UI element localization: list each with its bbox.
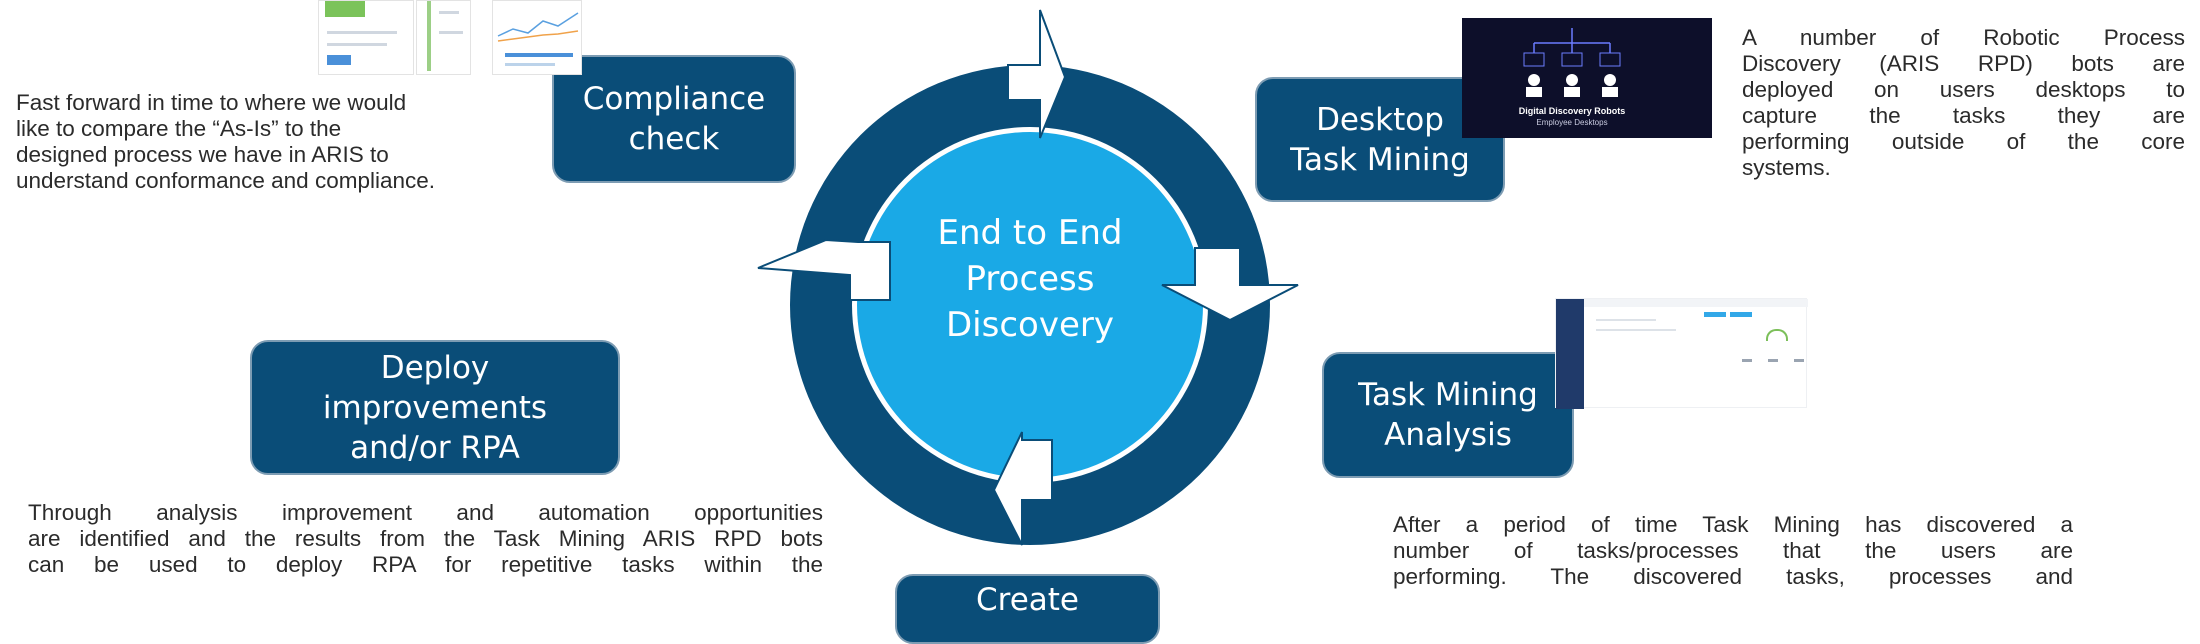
analysis-description: After a period of time Task Mining has d… <box>1393 512 2073 590</box>
stage-deploy-line-3: and/or RPA <box>350 429 520 466</box>
desktop-desc-line-6: systems. <box>1742 155 1831 180</box>
center-circle <box>857 132 1203 478</box>
stage-create-line-1: Create <box>975 582 1079 618</box>
stage-compliance-check[interactable]: Compliance check <box>552 55 796 183</box>
deploy-desc-line-3: can be used to deploy RPA for repetitive… <box>28 552 823 577</box>
compliance-desc-line-2: like to compare the “As-Is” to the <box>16 116 342 141</box>
center-line-2: Process <box>965 259 1095 299</box>
desktop-desc-line-2: Discovery (ARIS RPD) bots are <box>1742 51 2185 76</box>
compliance-chart-thumbnail-3 <box>492 0 582 75</box>
compliance-chart-thumbnail-1 <box>318 0 414 75</box>
stage-desktop-line-1: Desktop <box>1316 101 1444 138</box>
line-chart-icon <box>497 12 579 66</box>
cycle-diagram <box>757 9 1299 546</box>
stage-deploy-line-2: improvements <box>322 389 548 426</box>
stage-create[interactable]: Create <box>895 574 1160 644</box>
stage-compliance-line-1: Compliance <box>582 81 766 117</box>
compliance-description: Fast forward in time to where we would l… <box>16 90 561 194</box>
stage-deploy-improvements[interactable]: Deploy improvements and/or RPA <box>250 340 620 475</box>
stage-desktop-line-2: Task Mining <box>1290 141 1470 178</box>
desktop-bots-caption: Digital Discovery Robots <box>1518 106 1626 116</box>
stage-compliance-line-2: check <box>628 121 720 157</box>
arrow-bottom-left-icon <box>992 431 1053 546</box>
compliance-chart-thumbnail-2 <box>416 0 471 75</box>
stage-task-mining-analysis[interactable]: Task Mining Analysis <box>1322 352 1574 478</box>
analysis-screenshot-thumbnail <box>1555 298 1808 409</box>
compliance-desc-line-4: understand conformance and compliance. <box>16 168 436 193</box>
arrow-left-up-icon <box>757 238 891 301</box>
desktop-desc-line-5: performing outside of the core <box>1742 129 2185 154</box>
desktop-desc-line-1: A number of Robotic Process <box>1742 25 2185 50</box>
deploy-desc-line-1: Through analysis improvement and automat… <box>28 500 823 525</box>
desktop-desc-line-3: deployed on users desktops to <box>1742 77 2185 102</box>
compliance-desc-line-3: designed process we have in ARIS to <box>16 142 389 167</box>
desktop-desc-line-4: capture the tasks they are <box>1742 103 2185 128</box>
center-label: End to End Process Discovery <box>880 210 1180 348</box>
center-line-3: Discovery <box>946 305 1114 345</box>
stage-analysis-line-2: Analysis <box>1384 417 1512 453</box>
analysis-desc-line-2: number of tasks/processes that the users… <box>1393 538 2073 563</box>
deploy-desc-line-2: are identified and the results from the … <box>28 526 823 551</box>
arrow-right-down-icon <box>1161 247 1299 322</box>
desktop-bots-thumbnail: Digital Discovery Robots Employee Deskto… <box>1462 18 1712 138</box>
arrow-top-right-icon <box>1007 9 1067 139</box>
stage-analysis-line-1: Task Mining <box>1358 377 1538 413</box>
center-line-1: End to End <box>937 213 1123 253</box>
deploy-description: Through analysis improvement and automat… <box>28 500 823 578</box>
analysis-desc-line-3: performing. The discovered tasks, proces… <box>1393 564 2073 589</box>
analysis-desc-line-1: After a period of time Task Mining has d… <box>1393 512 2073 537</box>
robots-network-icon <box>1523 28 1621 97</box>
desktop-bots-subcaption: Employee Desktops <box>1536 118 1608 127</box>
stage-deploy-line-1: Deploy <box>380 349 490 386</box>
compliance-desc-line-1: Fast forward in time to where we would <box>16 90 407 115</box>
desktop-description: A number of Robotic Process Discovery (A… <box>1742 25 2185 181</box>
